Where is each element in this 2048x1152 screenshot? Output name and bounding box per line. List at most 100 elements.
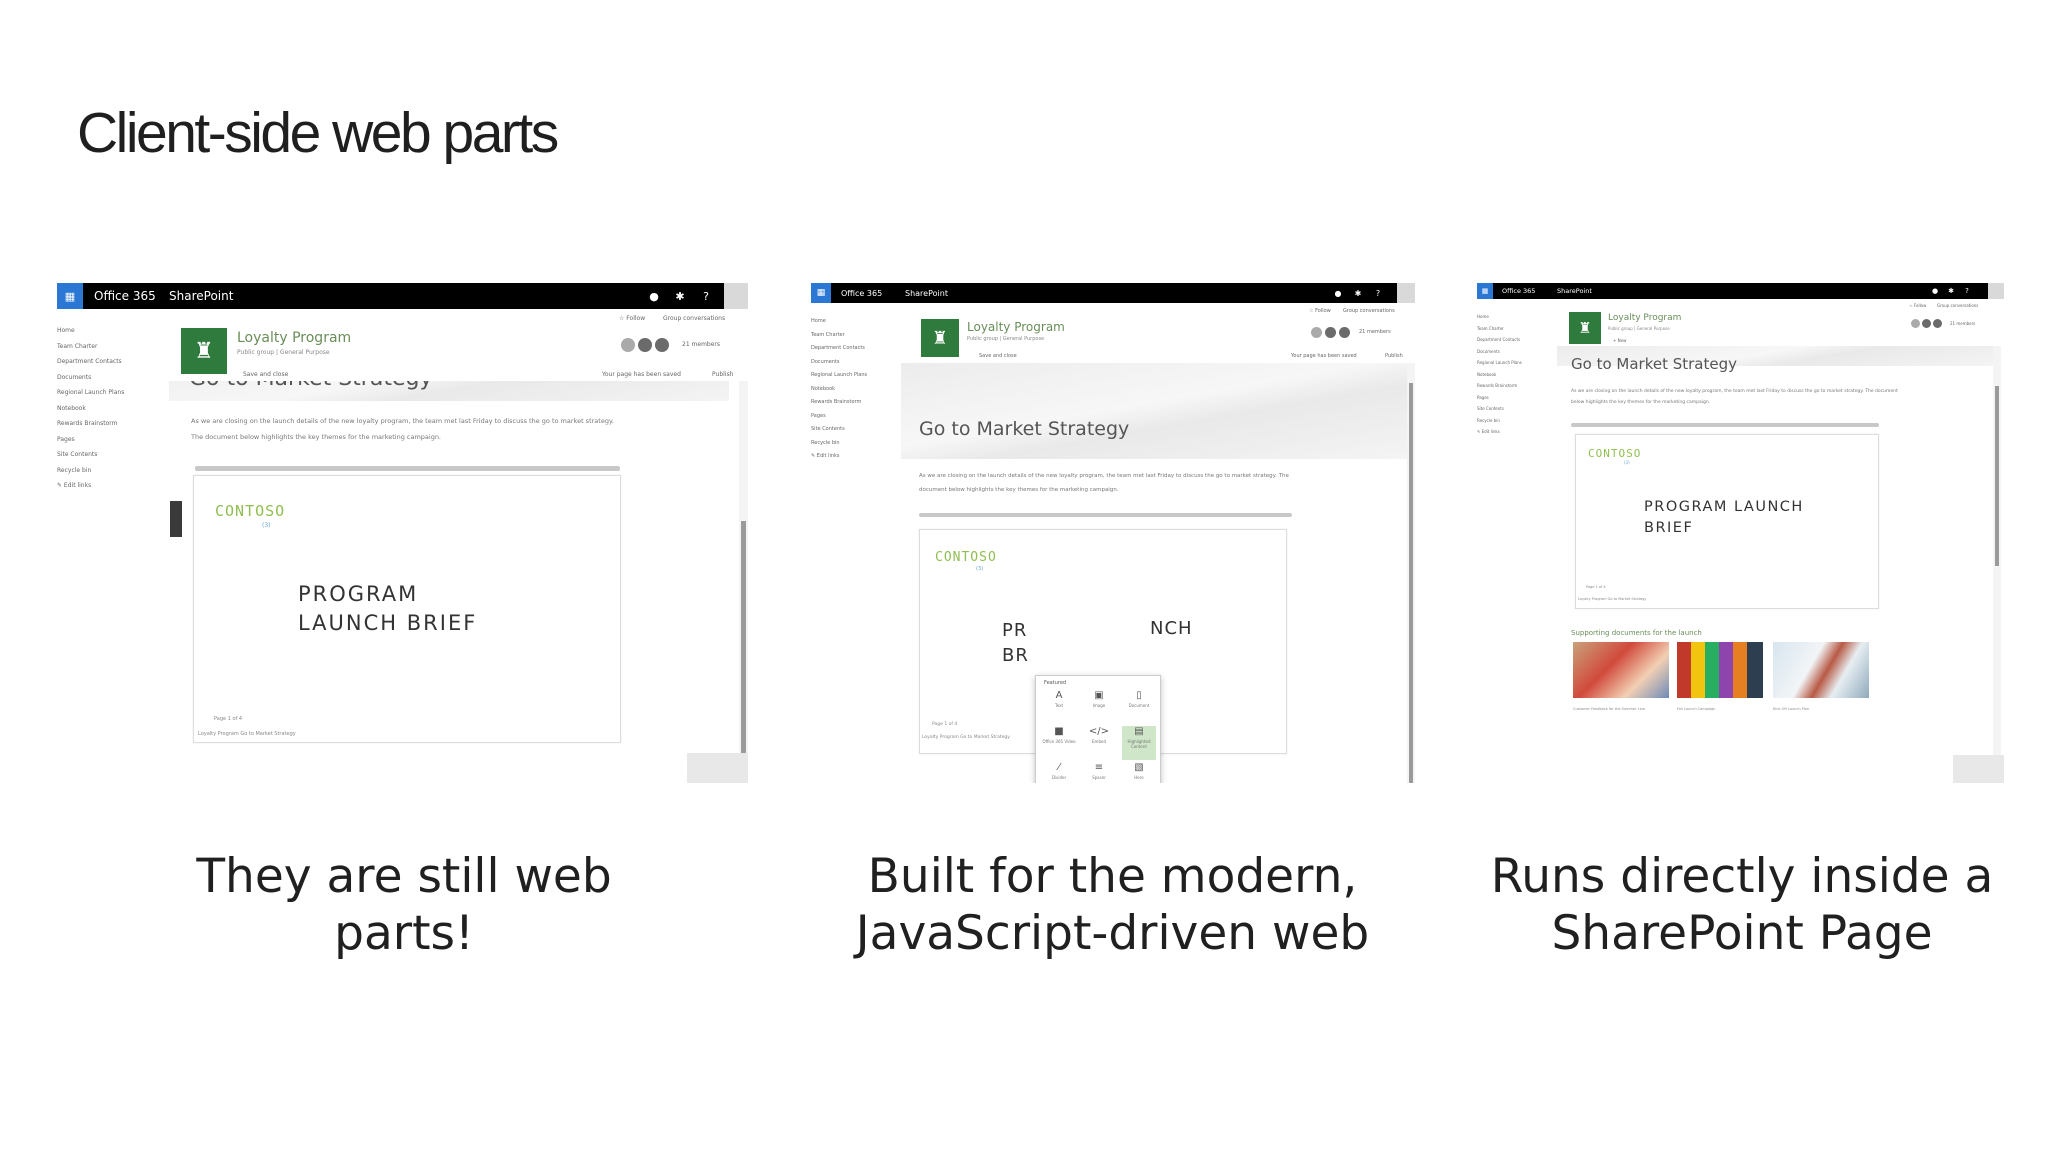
- toolbox-spacer-tile[interactable]: ≡Spacer: [1092, 762, 1106, 780]
- scrollbar-thumb[interactable]: [1995, 386, 1999, 566]
- nav-item-home[interactable]: Home: [1477, 314, 1489, 319]
- nav-item-regional-launch-plans[interactable]: Regional Launch Plans: [1477, 360, 1522, 365]
- follow-button[interactable]: ☆ Follow: [1309, 308, 1331, 314]
- document-thumbnail[interactable]: [1677, 642, 1763, 698]
- avatar[interactable]: [1988, 283, 2004, 299]
- app-launcher-icon[interactable]: ▦: [1477, 283, 1493, 299]
- follow-button[interactable]: ☆ Follow: [1909, 303, 1927, 308]
- toolbox-document-tile[interactable]: ▯Document: [1128, 690, 1150, 708]
- gear-icon[interactable]: ✱: [1354, 288, 1362, 298]
- save-and-close-button[interactable]: Save and close: [243, 371, 289, 378]
- nav-item-notebook[interactable]: Notebook: [1477, 371, 1497, 377]
- nav-item-edit-links[interactable]: ✎ Edit links: [1477, 429, 1500, 434]
- nav-item-notebook[interactable]: Notebook: [57, 404, 86, 412]
- doc-card-title[interactable]: Kick-Off Launch Plan: [1773, 707, 1810, 711]
- webpart-edit-toolbar[interactable]: [170, 501, 182, 537]
- toolbox-highlighted-content-tile[interactable]: ▤Highlighted Content: [1122, 726, 1156, 760]
- app-launcher-icon[interactable]: ▦: [57, 283, 83, 309]
- help-icon[interactable]: ?: [703, 289, 709, 303]
- nav-item-rewards-brainstorm[interactable]: Rewards Brainstorm: [1477, 383, 1518, 388]
- suite-name[interactable]: Office 365: [1502, 287, 1536, 295]
- avatar[interactable]: [724, 283, 748, 309]
- suite-name[interactable]: Office 365: [841, 288, 883, 298]
- nav-item-recycle-bin[interactable]: Recycle bin: [1477, 417, 1500, 423]
- site-logo[interactable]: ♜: [1569, 312, 1601, 344]
- document-thumbnail[interactable]: [1773, 642, 1869, 698]
- app-name[interactable]: SharePoint: [169, 289, 234, 303]
- nav-item-home[interactable]: Home: [57, 327, 75, 334]
- site-logo[interactable]: ♜: [921, 319, 959, 357]
- nav-item-team-charter[interactable]: Team Charter: [57, 342, 98, 350]
- site-title[interactable]: Loyalty Program: [237, 330, 352, 346]
- bell-icon[interactable]: ●: [649, 289, 659, 303]
- nav-item-documents[interactable]: Documents: [57, 373, 92, 381]
- document-embed[interactable]: CONTOSO (3) PROGRAM LAUNCH BRIEF Page 1 …: [193, 475, 621, 743]
- doc-card-title[interactable]: Fall Launch Campaign: [1677, 707, 1716, 711]
- group-conversations-link[interactable]: Group conversations: [663, 315, 726, 322]
- doc-card-title[interactable]: Customer Feedback for the Summer Line: [1573, 707, 1645, 711]
- scrollbar-thumb[interactable]: [741, 521, 746, 771]
- scrollbar-thumb[interactable]: [1409, 383, 1413, 783]
- scrollbar[interactable]: [739, 381, 748, 783]
- nav-item-home[interactable]: Home: [811, 318, 826, 324]
- member-avatars[interactable]: [1911, 319, 1942, 328]
- member-avatars[interactable]: [1311, 327, 1350, 338]
- group-conversations-link[interactable]: Group conversations: [1343, 308, 1395, 314]
- save-and-close-button[interactable]: Save and close: [979, 353, 1017, 359]
- nav-item-pages[interactable]: Pages: [811, 412, 826, 419]
- publish-button[interactable]: Publish: [712, 371, 734, 378]
- toolbox-embed-tile[interactable]: </>Embed: [1088, 726, 1110, 744]
- site-title[interactable]: Loyalty Program: [967, 320, 1065, 334]
- document-caption[interactable]: Loyalty Program Go to Market Strategy: [922, 735, 1010, 740]
- nav-item-documents[interactable]: Documents: [1477, 348, 1500, 354]
- nav-item-site-contents[interactable]: Site Contents: [811, 426, 845, 432]
- toolbox-video-tile[interactable]: ■Office 365 Video: [1042, 726, 1076, 744]
- avatar[interactable]: [1397, 283, 1415, 303]
- members-count[interactable]: 21 members: [682, 341, 721, 348]
- bell-icon[interactable]: ●: [1931, 287, 1939, 295]
- nav-item-rewards-brainstorm[interactable]: Rewards Brainstorm: [811, 399, 862, 405]
- members-count[interactable]: 21 members: [1950, 321, 1976, 326]
- app-name[interactable]: SharePoint: [905, 288, 948, 298]
- toolbox-image-tile[interactable]: ▣Image: [1092, 690, 1106, 708]
- site-title[interactable]: Loyalty Program: [1608, 313, 1682, 323]
- page-heading[interactable]: Go to Market Strategy: [1571, 355, 1737, 373]
- nav-item-edit-links[interactable]: ✎ Edit links: [57, 482, 92, 489]
- new-button[interactable]: + New: [1613, 338, 1627, 343]
- nav-item-recycle-bin[interactable]: Recycle bin: [811, 439, 840, 446]
- toolbox-divider-tile[interactable]: ⁄Divider: [1051, 762, 1067, 780]
- nav-item-department-contacts[interactable]: Department Contacts: [57, 358, 122, 365]
- page-heading[interactable]: Go to Market Strategy: [189, 381, 432, 391]
- page-heading[interactable]: Go to Market Strategy: [919, 418, 1130, 440]
- body-text[interactable]: As we are closing on the launch details …: [919, 473, 1289, 493]
- nav-item-team-charter[interactable]: Team Charter: [1477, 325, 1504, 331]
- scrollbar[interactable]: [1407, 363, 1415, 783]
- nav-item-team-charter[interactable]: Team Charter: [811, 331, 845, 338]
- toolbox-hero-tile[interactable]: ▧Hero: [1134, 762, 1144, 780]
- help-icon[interactable]: ?: [1965, 287, 1969, 295]
- nav-item-edit-links[interactable]: ✎ Edit links: [811, 453, 840, 459]
- app-name[interactable]: SharePoint: [1557, 287, 1592, 295]
- nav-item-pages[interactable]: Pages: [1477, 394, 1489, 400]
- nav-item-site-contents[interactable]: Site Contents: [1477, 406, 1504, 411]
- members-count[interactable]: 21 members: [1359, 329, 1391, 335]
- nav-item-recycle-bin[interactable]: Recycle bin: [57, 466, 92, 474]
- body-text[interactable]: As we are closing on the launch details …: [1571, 389, 1898, 405]
- nav-item-department-contacts[interactable]: Department Contacts: [811, 345, 865, 351]
- app-launcher-icon[interactable]: ▦: [811, 283, 831, 303]
- publish-button[interactable]: Publish: [1385, 353, 1403, 359]
- follow-button[interactable]: ☆ Follow: [619, 315, 646, 322]
- nav-item-rewards-brainstorm[interactable]: Rewards Brainstorm: [57, 420, 118, 427]
- scrollbar[interactable]: [1993, 346, 2001, 783]
- gear-icon[interactable]: ✱: [675, 289, 685, 303]
- nav-item-regional-launch-plans[interactable]: Regional Launch Plans: [57, 389, 125, 396]
- document-caption[interactable]: Loyalty Program Go to Market Strategy: [1578, 597, 1647, 601]
- body-text[interactable]: As we are closing on the launch details …: [191, 417, 614, 441]
- member-avatars[interactable]: [621, 338, 669, 352]
- document-embed[interactable]: CONTOSO (3) PROGRAM LAUNCH BRIEF Page 1 …: [1575, 434, 1879, 609]
- gear-icon[interactable]: ✱: [1948, 287, 1954, 295]
- group-conversations-link[interactable]: Group conversations: [1937, 303, 1979, 308]
- nav-item-pages[interactable]: Pages: [57, 435, 75, 443]
